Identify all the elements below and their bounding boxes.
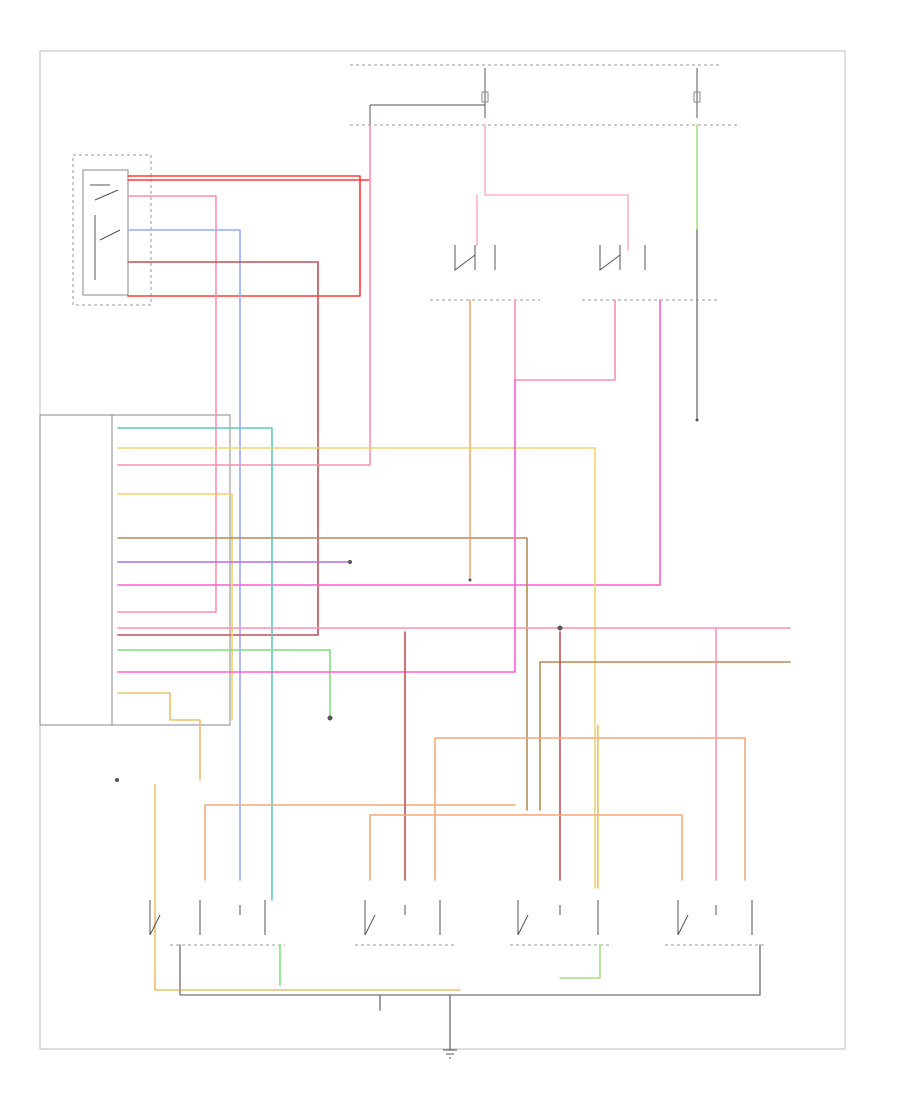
lower-wires [154,627,746,991]
wire-pink-1 [117,195,217,613]
connector-dot-4 [468,578,472,582]
switch-lower-4 [665,900,765,946]
switch-upper-2 [582,245,720,301]
relay-inner [82,169,129,296]
relay-switch-icon [90,184,121,280]
connector-dot-6 [115,778,119,782]
switch-lower-1 [149,900,285,946]
wire-orange-2 [204,804,516,881]
switch-upper-1 [430,245,540,301]
relay-wires [117,124,371,881]
wire-orange-3 [369,814,683,881]
wire-yellow-1 [117,447,596,889]
switch-lower-3 [510,900,610,946]
wire-teal-1 [117,427,273,901]
wire-green-2 [117,649,331,719]
module-wires [117,379,791,901]
wire-lightpink-1 [484,124,629,251]
wire-blue-1 [127,229,241,881]
connector-dot-5 [695,418,699,422]
diagram-frame [39,50,846,1050]
wire-magenta-2 [117,379,516,673]
wire-gold-3 [154,784,461,991]
fuse-block [369,68,701,125]
wire-gold-1 [117,692,201,781]
connector-dot-1 [348,560,352,564]
ground-bus [179,944,761,1059]
switch-lower-2 [355,900,455,946]
control-module [39,414,231,726]
wire-pink-2 [117,124,371,466]
center-wires [117,124,698,586]
wire-brown-1 [117,537,528,811]
wire-magenta-1 [117,299,661,586]
wire-pink-3 [514,299,616,381]
wire-orange-4 [434,737,746,881]
connector-dot-2 [327,715,333,721]
connector-dot-3 [557,625,563,631]
wire-yellow-2 [117,493,233,721]
wire-red-1 [127,175,361,297]
